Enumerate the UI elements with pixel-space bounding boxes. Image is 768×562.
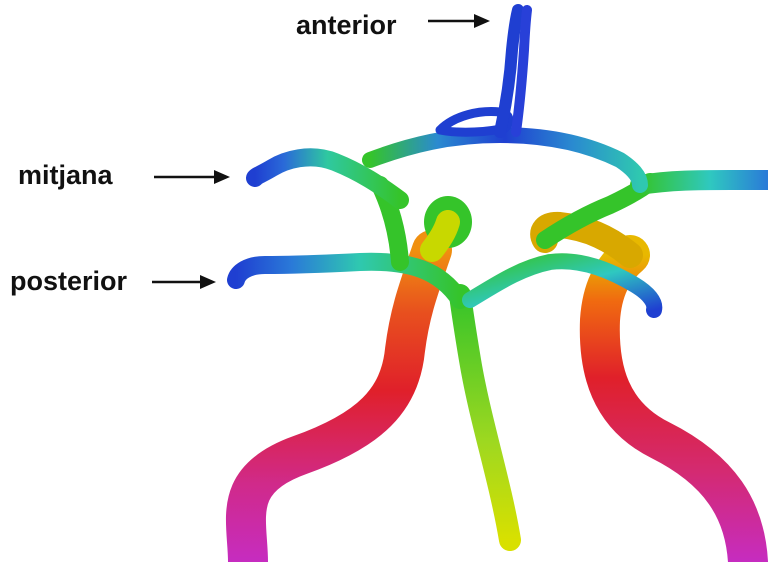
left-carotid-junction: [432, 222, 448, 250]
basilar-artery: [460, 295, 510, 540]
arrow-middle-head: [214, 170, 230, 184]
anterior-ring: [370, 135, 640, 185]
label-anterior-text: anterior: [296, 10, 397, 40]
label-middle: mitjana: [18, 160, 230, 190]
vessel-tree: [236, 10, 768, 562]
label-posterior: posterior: [10, 266, 216, 296]
right-carotid-artery: [600, 255, 748, 562]
right-middle-branch: [640, 180, 768, 185]
label-posterior-text: posterior: [10, 266, 128, 296]
label-anterior: anterior: [296, 10, 490, 40]
arrow-anterior-head: [474, 14, 490, 28]
left-carotid-artery: [246, 250, 432, 562]
label-middle-text: mitjana: [18, 160, 114, 190]
arrow-posterior-head: [200, 275, 216, 289]
